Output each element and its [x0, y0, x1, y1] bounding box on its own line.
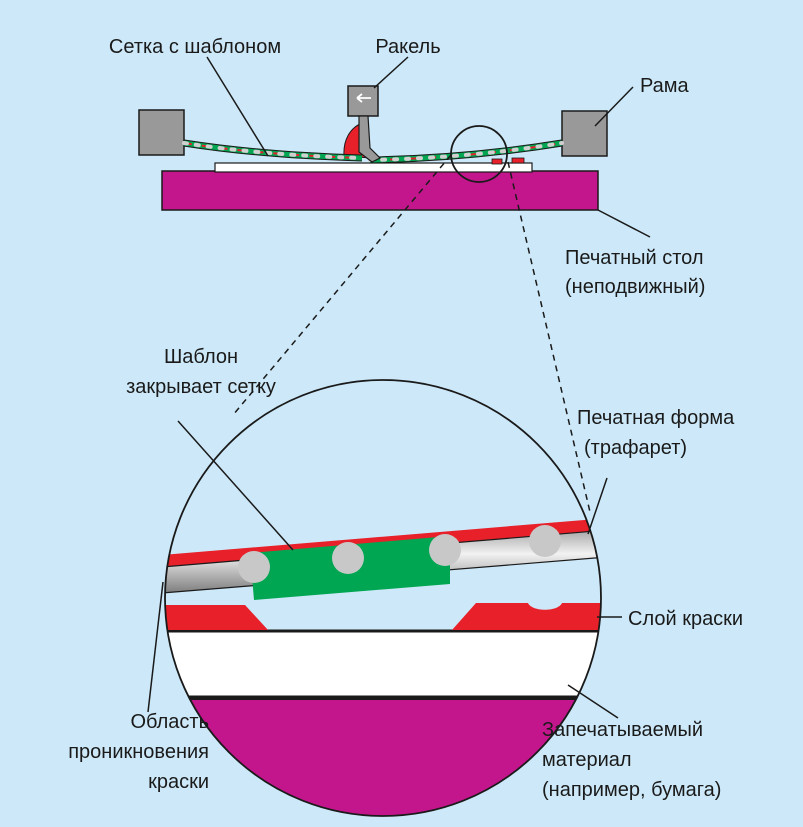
label-mesh-with-stencil: Сетка с шаблоном	[109, 36, 281, 58]
magnifier-circle	[450, 125, 508, 183]
leader-lines	[147, 56, 651, 719]
label-substrate-line1: Запечатываемый	[542, 719, 703, 741]
zoom-substrate	[165, 630, 601, 700]
thread-cross-section	[529, 525, 561, 557]
label-penetration-line3: краски	[148, 771, 209, 793]
label-printing-form-line2: (трафарет)	[584, 437, 687, 459]
label-print-table-line2: (неподвижный)	[565, 276, 705, 298]
squeegee-arrow-icon	[356, 93, 371, 103]
label-stencil-covers-line2: закрывает сетку	[126, 376, 276, 398]
label-frame: Рама	[640, 75, 690, 97]
frame-right	[561, 110, 608, 157]
thread-cross-section	[332, 542, 364, 574]
printed-ink-dot	[491, 158, 503, 165]
print-table	[161, 170, 599, 211]
label-print-table-line1: Печатный стол	[565, 247, 704, 269]
mesh-right-threads	[368, 141, 564, 162]
label-squeegee: Ракель	[375, 36, 440, 58]
substrate-sheet	[214, 162, 533, 173]
frame-left	[138, 109, 185, 156]
label-penetration-line2: проникновения	[68, 741, 209, 763]
label-stencil-covers-line1: Шаблон	[164, 346, 238, 368]
label-printing-form-line1: Печатная форма	[577, 407, 735, 429]
zoom-circle-outline	[164, 379, 602, 817]
squeegee-holder	[347, 85, 379, 117]
zoom-ink-right	[452, 603, 601, 630]
labels: Сетка с шаблоном Ракель Рама Печатный ст…	[68, 36, 743, 801]
overview-diagram	[138, 85, 608, 211]
projection-line-left	[232, 154, 452, 416]
zoom-detail	[164, 379, 602, 817]
thread-cross-section	[429, 534, 461, 566]
squeegee-blade	[358, 115, 382, 163]
zoom-ink-left	[165, 605, 268, 630]
mesh-left-ink	[183, 142, 363, 159]
label-penetration-line1: Область	[131, 711, 210, 733]
label-substrate-line3: (например, бумага)	[542, 779, 721, 801]
printed-ink-dot	[511, 157, 525, 164]
label-substrate-line2: материал	[542, 749, 632, 771]
projection-line-right	[507, 161, 591, 513]
label-ink-layer: Слой краски	[628, 608, 743, 630]
thread-cross-section	[238, 551, 270, 583]
